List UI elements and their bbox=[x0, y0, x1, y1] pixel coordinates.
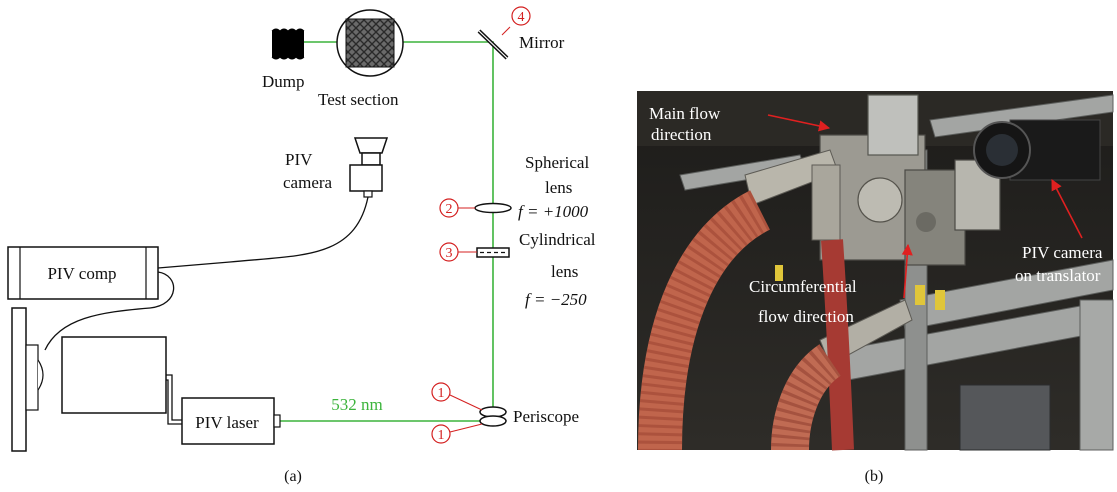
piv-comp-label: PIV comp bbox=[47, 264, 116, 283]
caption-a: (a) bbox=[284, 468, 302, 485]
piv-comp-box bbox=[7, 246, 159, 300]
test-rig bbox=[819, 94, 1001, 266]
marker-3-label: 3 bbox=[446, 246, 453, 261]
marker-1-bottom bbox=[431, 424, 451, 444]
periscope-label: Periscope bbox=[513, 407, 579, 426]
hose-vertical bbox=[821, 239, 854, 451]
beam-dump-icon bbox=[271, 28, 305, 60]
monitor-icon bbox=[11, 307, 44, 452]
laser-cable bbox=[166, 374, 182, 421]
cylindrical-label-1: Cylindrical bbox=[519, 230, 596, 249]
camera-label-1: PIV camera bbox=[1022, 243, 1103, 262]
cylindrical-focal: f = −250 bbox=[525, 290, 587, 309]
marker-1-bottom-label: 1 bbox=[438, 428, 445, 443]
camera-cable bbox=[157, 196, 369, 269]
test-section-icon bbox=[336, 9, 404, 77]
test-section-label: Test section bbox=[318, 90, 399, 109]
cylindrical-label-2: lens bbox=[551, 262, 578, 281]
spherical-focal: f = +1000 bbox=[518, 202, 589, 221]
spherical-lens-icon bbox=[474, 202, 512, 214]
comp-cable bbox=[44, 271, 175, 351]
marker-3 bbox=[439, 242, 459, 262]
periscope-lower-mirror bbox=[479, 415, 507, 427]
circ-flow-label-1: Circumferential bbox=[749, 277, 857, 296]
spherical-label-1: Spherical bbox=[525, 153, 589, 172]
marker-4-label: 4 bbox=[518, 10, 525, 25]
marker-1-top bbox=[431, 382, 451, 402]
piv-camera-label-2: camera bbox=[283, 173, 333, 192]
motor bbox=[959, 384, 1051, 451]
piv-laser-box bbox=[181, 397, 275, 445]
main-flow-label-1: Main flow bbox=[649, 104, 721, 123]
main-flow-arrow bbox=[767, 114, 831, 132]
main-flow-label-2: direction bbox=[651, 125, 712, 144]
circ-flow-arrow bbox=[901, 243, 913, 299]
marker-2 bbox=[439, 198, 459, 218]
piv-camera-icon bbox=[349, 137, 389, 198]
circ-flow-label-2: flow direction bbox=[758, 307, 854, 326]
dump-label: Dump bbox=[262, 72, 305, 91]
marker-1-top-label: 1 bbox=[438, 386, 445, 401]
wavelength-label: 532 nm bbox=[331, 395, 382, 414]
piv-camera-label-1: PIV bbox=[285, 150, 313, 169]
panel-a: Dump Test section Mirror 4 PIV camera PI… bbox=[7, 6, 596, 485]
hose-lower bbox=[771, 344, 842, 451]
marker-2-label: 2 bbox=[446, 202, 453, 217]
camera-arrow bbox=[1051, 179, 1083, 239]
panel-b: Main flow direction Circumferential flow… bbox=[637, 91, 1114, 485]
laser-power-unit bbox=[61, 336, 167, 414]
caption-b: (b) bbox=[865, 468, 884, 485]
spherical-label-2: lens bbox=[545, 178, 572, 197]
marker-4 bbox=[511, 6, 531, 26]
piv-camera-photo bbox=[973, 119, 1101, 181]
camera-label-2: on translator bbox=[1015, 266, 1101, 285]
mirror-label: Mirror bbox=[519, 33, 565, 52]
piv-laser-label: PIV laser bbox=[195, 413, 259, 432]
